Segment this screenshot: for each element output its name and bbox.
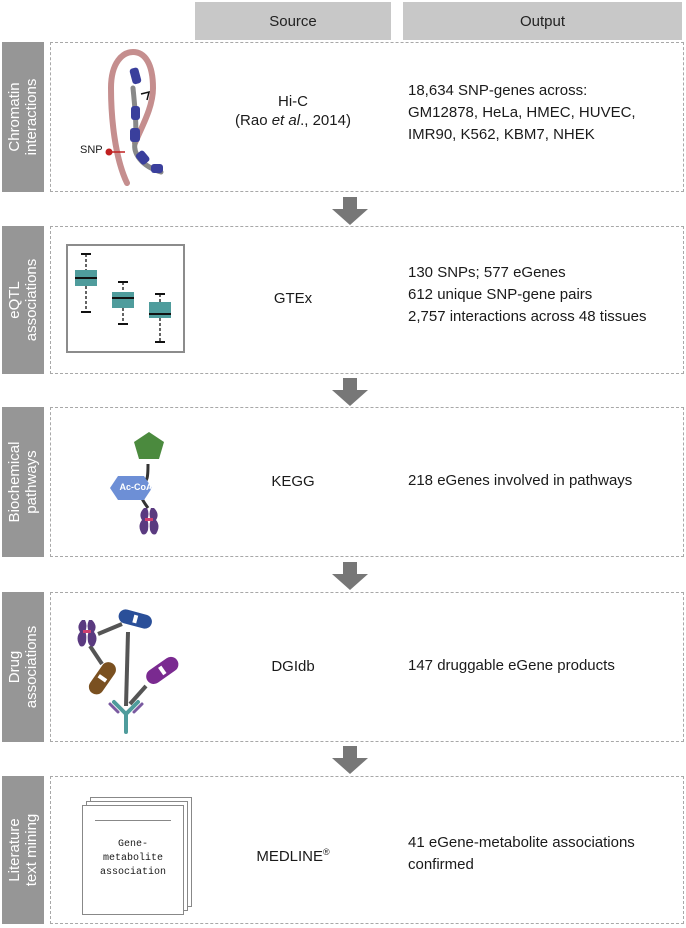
row-literature bbox=[50, 776, 684, 924]
down-arrow-3 bbox=[332, 562, 368, 590]
row-biochemical bbox=[50, 407, 684, 557]
ac-coa-label: Ac-CoA bbox=[119, 482, 153, 492]
down-arrow-2 bbox=[332, 378, 368, 406]
output-chromatin: 18,634 SNP-genes across: GM12878, HeLa, … bbox=[408, 82, 636, 143]
row-chromatin bbox=[50, 42, 684, 192]
output-literature: 41 eGene-metabolite associations confirm… bbox=[408, 834, 635, 873]
source-hic: Hi-C (Rao et al., 2014) bbox=[235, 93, 351, 129]
paper-line-1: Gene- bbox=[117, 839, 148, 850]
output-header: Output bbox=[403, 2, 682, 40]
boxplot-illustration bbox=[66, 244, 185, 353]
document-stack-illustration: Gene- metabolite association bbox=[82, 797, 192, 917]
paper-line-3: association bbox=[99, 867, 166, 878]
chromatin-loop-illustration bbox=[105, 48, 164, 186]
row-drug bbox=[50, 592, 684, 742]
source-medline: MEDLINE® bbox=[256, 847, 330, 865]
output-drug: 147 druggable eGene products bbox=[408, 657, 615, 674]
drug-network-illustration bbox=[77, 609, 179, 734]
snp-label: SNP bbox=[80, 144, 103, 156]
source-header: Source bbox=[195, 2, 391, 40]
source-dgidb: DGIdb bbox=[271, 658, 315, 675]
source-gtex: GTEx bbox=[273, 290, 313, 307]
output-biochemical: 218 eGenes involved in pathways bbox=[408, 472, 633, 489]
pathway-illustration bbox=[110, 432, 164, 535]
down-arrow-1 bbox=[332, 197, 368, 225]
row-eqtl bbox=[50, 226, 684, 374]
paper-line-2: metabolite bbox=[102, 853, 163, 864]
down-arrow-4 bbox=[332, 746, 368, 774]
output-eqtl: 130 SNPs; 577 eGenes 612 unique SNP-gene… bbox=[408, 264, 647, 325]
source-kegg: KEGG bbox=[271, 473, 315, 490]
